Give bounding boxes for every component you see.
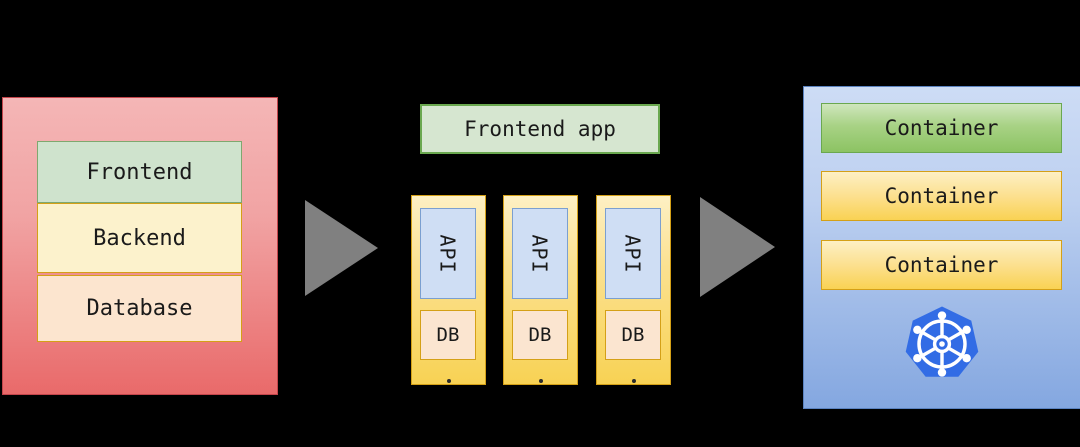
microservice-3-db-label: DB	[621, 324, 645, 346]
kubernetes-container-2-label: Container	[884, 184, 999, 208]
monolith-layer-database-label: Database	[86, 296, 193, 321]
microservice-2-dot	[539, 379, 543, 383]
microservice-1-api-box: API	[420, 208, 476, 299]
microservice-box-1: API DB	[411, 195, 486, 385]
monolith-layer-database: Database	[37, 275, 242, 342]
microservice-3-db-box: DB	[605, 310, 661, 360]
kubernetes-container-1: Container	[821, 103, 1062, 153]
microservice-2-api-label: API	[528, 233, 552, 274]
kubernetes-logo-icon	[905, 306, 979, 377]
microservice-3-api-box: API	[605, 208, 661, 299]
transition-arrow-1-icon	[305, 200, 378, 296]
microservice-1-dot	[447, 379, 451, 383]
microservice-1-db-box: DB	[420, 310, 476, 360]
microservice-3-api-label: API	[621, 233, 645, 274]
microservice-1-db-label: DB	[436, 324, 460, 346]
microservice-box-3: API DB	[596, 195, 671, 385]
monolith-layer-frontend: Frontend	[37, 141, 242, 203]
microservice-1-api-label: API	[436, 233, 460, 274]
kubernetes-container-3: Container	[821, 240, 1062, 290]
kubernetes-container-1-label: Container	[884, 116, 999, 140]
microservice-2-db-box: DB	[512, 310, 568, 360]
microservice-2-api-box: API	[512, 208, 568, 299]
monolith-layer-backend-label: Backend	[93, 225, 186, 251]
frontend-app-box: Frontend app	[420, 104, 660, 154]
microservice-box-2: API DB	[503, 195, 578, 385]
monolith-layer-frontend-label: Frontend	[86, 159, 193, 185]
kubernetes-container-2: Container	[821, 171, 1062, 221]
transition-arrow-2-icon	[700, 197, 775, 297]
kubernetes-container-3-label: Container	[884, 253, 999, 277]
frontend-app-label: Frontend app	[464, 117, 616, 141]
monolith-layer-backend: Backend	[37, 203, 242, 273]
microservice-2-db-label: DB	[528, 324, 552, 346]
microservice-3-dot	[632, 379, 636, 383]
